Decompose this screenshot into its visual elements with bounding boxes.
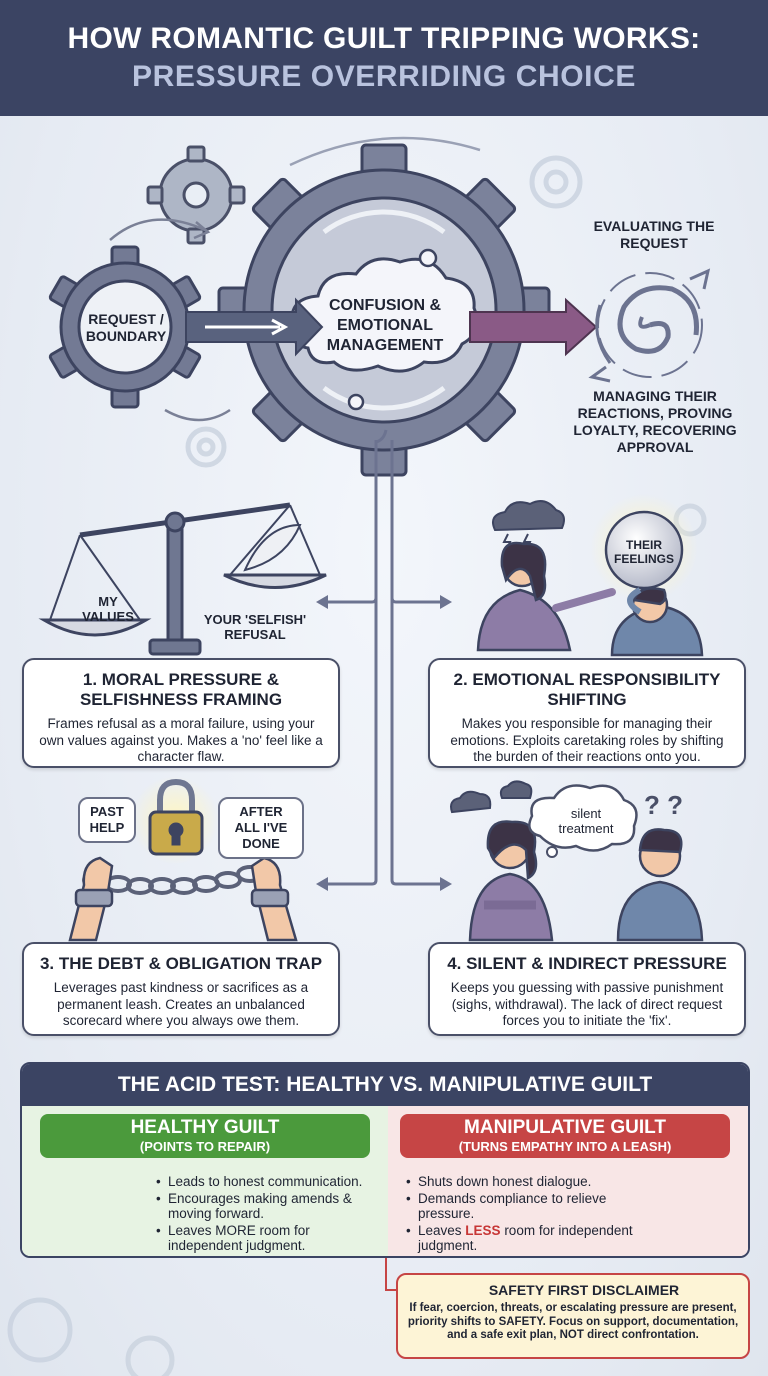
evaluating-label: EVALUATING THE REQUEST bbox=[593, 218, 715, 251]
manipulative-guilt-subtitle: (TURNS EMPATHY INTO A LEASH) bbox=[458, 1139, 672, 1154]
safety-title: SAFETY FIRST DISCLAIMER bbox=[488, 1282, 680, 1298]
request-gear-icon bbox=[48, 245, 202, 409]
list-item: Leaves MORE room for independent judgmen… bbox=[156, 1223, 384, 1254]
healthy-guilt-list: Leads to honest communication. Encourage… bbox=[156, 1174, 384, 1255]
past-help-bubble: PAST HELP bbox=[78, 797, 136, 843]
thought-bubble-text: silent treatment bbox=[558, 806, 614, 836]
tactic-text: Makes you responsible for managing their… bbox=[450, 716, 724, 764]
title-line-1: HOW ROMANTIC GUILT TRIPPING WORKS: bbox=[67, 22, 701, 55]
tactic-title: 3. THE DEBT & OBLIGATION TRAP bbox=[39, 954, 323, 973]
manipulative-guilt-list: Shuts down honest dialogue. Demands comp… bbox=[406, 1174, 656, 1255]
chain-icon bbox=[82, 865, 264, 895]
list-item: Demands compliance to relieve pressure. bbox=[406, 1191, 656, 1222]
pointing-person-icon bbox=[476, 541, 616, 652]
title-line-2: PRESSURE OVERRIDING CHOICE bbox=[131, 60, 636, 93]
manipulative-guilt-pill: MANIPULATIVE GUILT (TURNS EMPATHY INTO A… bbox=[400, 1114, 730, 1158]
tactic-card-debt-trap: 3. THE DEBT & OBLIGATION TRAP Leverages … bbox=[22, 942, 340, 1036]
flow-connector-lines bbox=[322, 429, 446, 886]
manipulative-guilt-panel: MANIPULATIVE GUILT (TURNS EMPATHY INTO A… bbox=[388, 1106, 748, 1256]
center-label: CONFUSION & EMOTIONAL MANAGEMENT bbox=[326, 297, 444, 354]
list-item: Leads to honest communication. bbox=[156, 1174, 384, 1190]
tactic-card-moral-pressure: 1. MORAL PRESSURE & SELFISHNESS FRAMING … bbox=[22, 658, 340, 768]
healthy-guilt-panel: HEALTHY GUILT (POINTS TO REPAIR) Leads t… bbox=[22, 1106, 388, 1256]
after-all-bubble: AFTER ALL I'VE DONE bbox=[218, 797, 304, 859]
tactic-title: 4. SILENT & INDIRECT PRESSURE bbox=[447, 954, 727, 973]
small-storm-cloud-icon bbox=[450, 780, 533, 814]
acid-test-panel: THE ACID TEST: HEALTHY VS. MANIPULATIVE … bbox=[20, 1062, 750, 1258]
vortex-icon bbox=[588, 268, 711, 383]
header: HOW ROMANTIC GUILT TRIPPING WORKS: PRESS… bbox=[0, 0, 768, 116]
scale-left-label: MY VALUES bbox=[82, 594, 134, 624]
confused-person-icon bbox=[616, 828, 704, 942]
scale-right-label: YOUR 'SELFISH' REFUSAL bbox=[203, 612, 307, 642]
healthy-guilt-pill: HEALTHY GUILT (POINTS TO REPAIR) bbox=[40, 1114, 370, 1158]
question-marks: ? ? bbox=[644, 790, 683, 820]
bullet-text-post: room for independent judgment. bbox=[418, 1222, 633, 1254]
output-arrow bbox=[469, 297, 598, 357]
tactic-title: 2. EMOTIONAL RESPONSIBILITY SHIFTING bbox=[453, 670, 721, 709]
acid-test-heading: THE ACID TEST: HEALTHY VS. MANIPULATIVE … bbox=[22, 1064, 748, 1106]
cloud-icon bbox=[289, 248, 479, 411]
manipulative-guilt-title: MANIPULATIVE GUILT bbox=[464, 1117, 666, 1138]
list-item: Shuts down honest dialogue. bbox=[406, 1174, 656, 1190]
request-gear-label: REQUEST / BOUNDARY bbox=[85, 311, 167, 344]
safety-disclaimer-box: SAFETY FIRST DISCLAIMER If fear, coercio… bbox=[396, 1273, 750, 1359]
bullet-emphasis: LESS bbox=[465, 1222, 501, 1238]
list-item: Leaves LESS room for independent judgmen… bbox=[406, 1223, 656, 1254]
bullet-text-pre: Leaves bbox=[418, 1222, 466, 1238]
thought-bubble-icon bbox=[528, 784, 638, 852]
tactic-card-silent-pressure: 4. SILENT & INDIRECT PRESSURE Keeps you … bbox=[428, 942, 746, 1036]
tactic-text: Keeps you guessing with passive punishme… bbox=[450, 980, 724, 1028]
balance-scale-icon bbox=[38, 502, 327, 656]
orb-label: THEIR FEELINGS bbox=[613, 538, 674, 566]
padlock-icon bbox=[148, 778, 204, 856]
tactic-text: Leverages past kindness or sacrifices as… bbox=[53, 980, 309, 1028]
small-gear-icon bbox=[146, 145, 246, 245]
shackled-hands-icon bbox=[68, 856, 298, 942]
tactic-title: 1. MORAL PRESSURE & SELFISHNESS FRAMING bbox=[79, 670, 283, 709]
healthy-guilt-title: HEALTHY GUILT bbox=[130, 1117, 280, 1138]
burdened-person-icon bbox=[610, 586, 704, 657]
safety-text: If fear, coercion, threats, or escalatin… bbox=[407, 1302, 739, 1341]
list-item: Encourages making amends & moving forwar… bbox=[156, 1191, 384, 1222]
tactic-card-emotional-responsibility: 2. EMOTIONAL RESPONSIBILITY SHIFTING Mak… bbox=[428, 658, 746, 768]
background-gear-icon bbox=[7, 155, 707, 1376]
tactic-text: Frames refusal as a moral failure, using… bbox=[39, 716, 323, 764]
healthy-guilt-subtitle: (POINTS TO REPAIR) bbox=[139, 1139, 271, 1154]
arms-crossed-person-icon bbox=[468, 820, 554, 942]
managing-label: MANAGING THEIR REACTIONS, PROVING LOYALT… bbox=[573, 388, 737, 455]
